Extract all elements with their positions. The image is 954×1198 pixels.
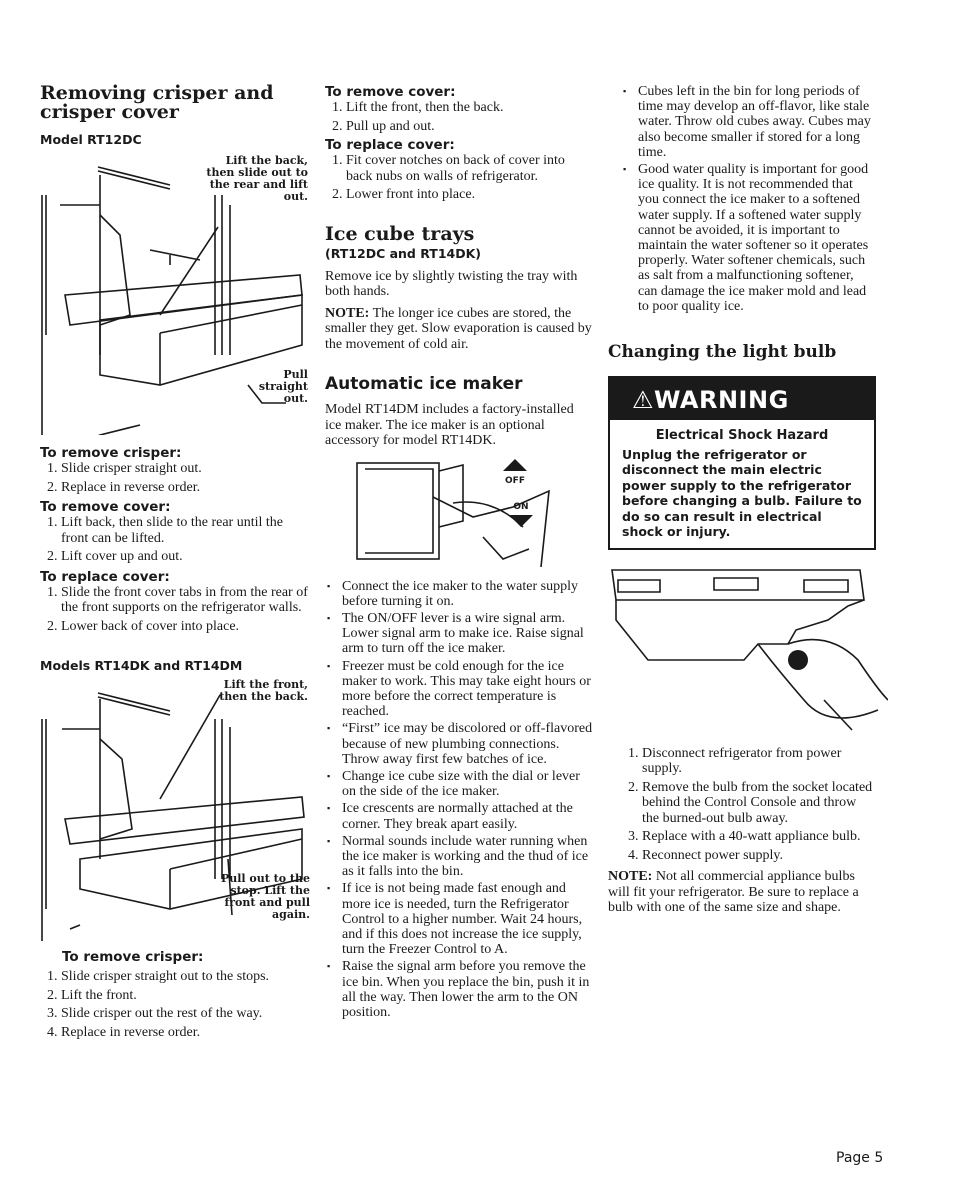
list-item: Lift cover up and out. — [61, 549, 312, 565]
list-item: Slide crisper straight out. — [61, 461, 312, 477]
section-title-ice-trays: Ice cube trays — [325, 222, 475, 245]
model-label-rt14dk: Models RT14DK and RT14DM — [40, 658, 243, 673]
light-bulb-illustration — [611, 568, 888, 731]
on-label: ON — [513, 502, 528, 512]
crisper-illustration-2 — [41, 692, 305, 941]
crisper-illustration — [41, 166, 303, 435]
list-item: Fit cover notches on back of cover into … — [346, 153, 593, 184]
figure-caption-lift-front: Lift the front, then the back. — [219, 678, 308, 703]
ice-maker-paragraph: Model RT14DM includes a factory-installe… — [325, 402, 574, 448]
heading-remove-crisper-2: To remove crisper: — [62, 949, 204, 965]
note-label: NOTE: — [325, 305, 370, 321]
heading-remove-cover: To remove cover: — [40, 499, 171, 515]
crisper-figure-rt14dk: Lift the front, then the back. Pull out … — [40, 679, 312, 941]
remove-cover-steps: Lift back, then slide to the rear until … — [40, 515, 312, 565]
ice-maker-bullets: Connect the ice maker to the water suppl… — [325, 579, 593, 1021]
list-item: Lower front into place. — [346, 187, 593, 203]
list-item: Replace with a 40-watt appliance bulb. — [642, 829, 876, 845]
heading-replace-cover: To replace cover: — [40, 568, 170, 585]
warning-title: Electrical Shock Hazard — [655, 428, 829, 444]
light-bulb-steps: Disconnect refrigerator from power suppl… — [608, 746, 876, 864]
remove-cover-2-steps: Lift the front, then the back. Pull up a… — [325, 100, 593, 134]
figure-caption-lift: Lift the back, then slide out to the rea… — [206, 154, 308, 203]
list-item: Slide crisper out the rest of the way. — [61, 1006, 312, 1022]
list-item: Slide the front cover tabs in from the r… — [61, 585, 312, 616]
warning-body: Electrical Shock Hazard Unplug the refri… — [610, 420, 874, 548]
list-item: Replace in reverse order. — [61, 1025, 312, 1041]
warning-text: Unplug the refrigerator or disconnect th… — [622, 446, 862, 540]
note-label: NOTE: — [608, 869, 653, 885]
heading-remove-cover-2: To remove cover: — [325, 84, 456, 100]
off-label: OFF — [505, 476, 525, 486]
replace-cover-2-steps: Fit cover notches on back of cover into … — [325, 153, 593, 203]
section-title-crisper: Removing crisper and crisper cover — [40, 82, 274, 123]
light-bulb-note: NOTE: Not all commercial appliance bulbs… — [608, 869, 876, 916]
warning-icon: ⚠ — [632, 386, 655, 415]
remove-crisper-steps: Slide crisper straight out. Replace in r… — [40, 461, 312, 495]
list-item: Good water quality is important for good… — [623, 162, 876, 314]
list-item: Disconnect refrigerator from power suppl… — [642, 746, 876, 777]
heading-remove-crisper: To remove crisper: — [40, 445, 182, 461]
warning-label: WARNING — [654, 386, 789, 415]
list-item: Raise the signal arm before you remove t… — [327, 959, 593, 1020]
ice-maker-figure: OFF ON — [353, 457, 593, 567]
light-bulb-figure — [608, 560, 888, 740]
crisper-figure-rt12dc: Lift the back, then slide out to the rea… — [40, 155, 312, 435]
note-text: The longer ice cubes are stored, the sma… — [325, 305, 592, 352]
list-item: Pull up and out. — [346, 119, 593, 135]
list-item: Change ice cube size with the dial or le… — [327, 769, 593, 799]
ice-trays-models: (RT12DC and RT14DK) — [325, 245, 481, 261]
list-item: Ice crescents are normally attached at t… — [327, 801, 593, 831]
column-light-bulb: Cubes left in the bin for long periods o… — [608, 84, 888, 916]
list-item: Reconnect power supply. — [642, 848, 876, 864]
note-text: Not all commercial appliance bulbs will … — [608, 869, 859, 916]
figure-caption-pull-stop: Pull out to the stop. Lift the front and… — [220, 872, 310, 921]
list-item: If ice is not being made fast enough and… — [327, 881, 593, 957]
section-title-ice-maker: Automatic ice maker — [325, 374, 523, 394]
list-item: Connect the ice maker to the water suppl… — [327, 579, 593, 609]
ice-trays-note: NOTE: The longer ice cubes are stored, t… — [325, 306, 593, 353]
list-item: Replace in reverse order. — [61, 480, 312, 496]
list-item: Lift the front. — [61, 988, 312, 1004]
column-ice: To remove cover: Lift the front, then th… — [325, 84, 593, 1022]
list-item: Remove the bulb from the socket located … — [642, 780, 876, 827]
ice-quality-bullets: Cubes left in the bin for long periods o… — [621, 84, 876, 314]
list-item: The ON/OFF lever is a wire signal arm. L… — [327, 611, 593, 657]
remove-crisper-2-steps: Slide crisper straight out to the stops.… — [40, 969, 312, 1040]
heading-replace-cover-2: To replace cover: — [325, 137, 455, 153]
list-item: “First” ice may be discolored or off-fla… — [327, 721, 593, 767]
page-number: Page 5 — [836, 1150, 884, 1166]
ice-trays-paragraph: Remove ice by slightly twisting the tray… — [325, 268, 578, 300]
model-label-rt12dc: Model RT12DC — [40, 132, 142, 147]
column-crisper: Removing crisper and crisper cover Model… — [40, 84, 312, 1043]
warning-box: ⚠WARNING Electrical Shock Hazard Unplug … — [608, 376, 876, 550]
list-item: Normal sounds include water running when… — [327, 834, 593, 880]
section-title-light-bulb: Changing the light bulb — [608, 342, 837, 363]
list-item: Lift back, then slide to the rear until … — [61, 515, 312, 546]
list-item: Freezer must be cold enough for the ice … — [327, 659, 593, 720]
list-item: Slide crisper straight out to the stops. — [61, 969, 312, 985]
warning-header: ⚠WARNING — [610, 378, 874, 421]
list-item: Cubes left in the bin for long periods o… — [623, 84, 876, 160]
list-item: Lower back of cover into place. — [61, 619, 312, 635]
ice-maker-illustration: OFF ON — [356, 458, 550, 567]
figure-caption-pull: Pull straight out. — [258, 368, 308, 405]
replace-cover-steps: Slide the front cover tabs in from the r… — [40, 585, 312, 635]
list-item: Lift the front, then the back. — [346, 100, 593, 116]
